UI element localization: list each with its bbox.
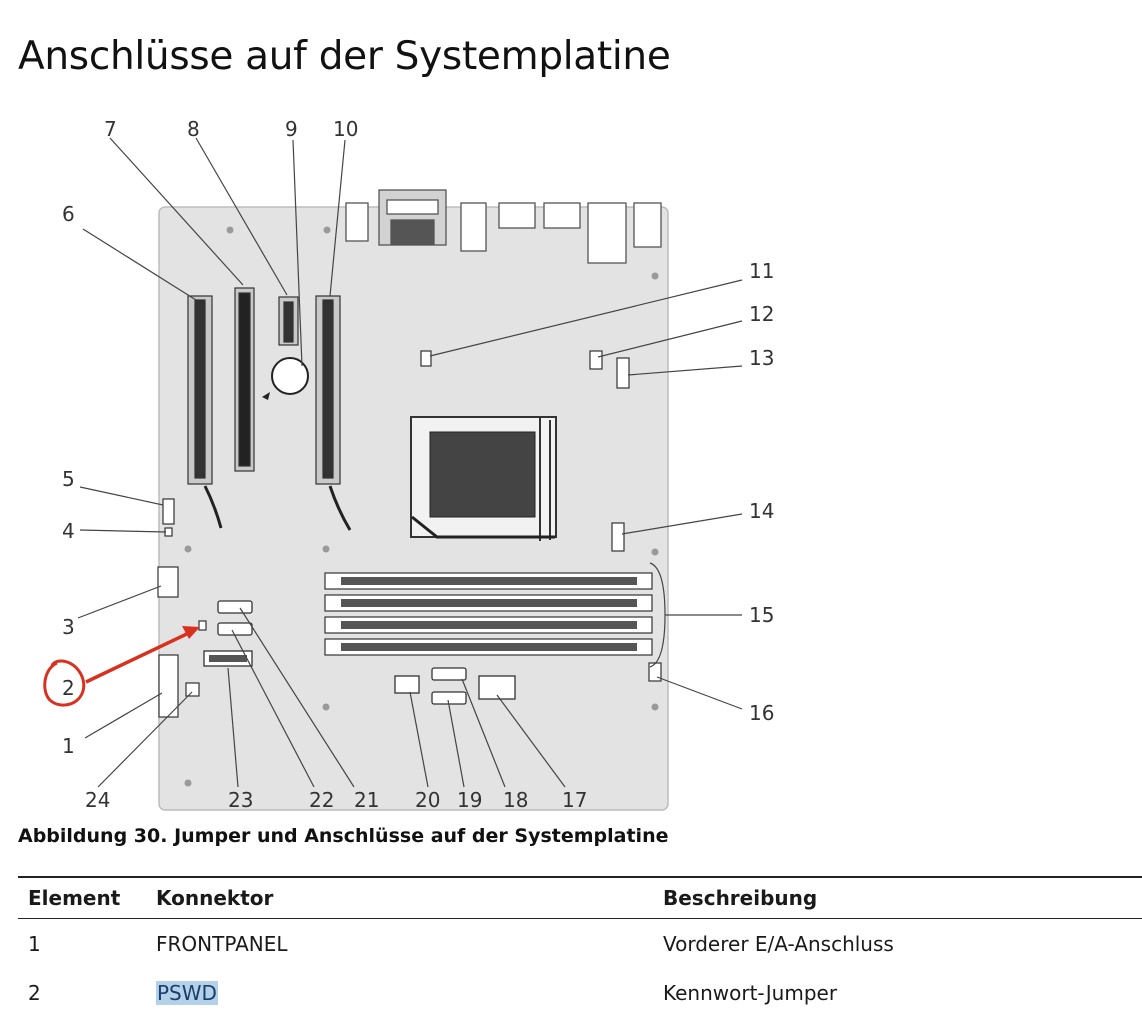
callout-4: 4	[62, 519, 75, 543]
callout-17: 17	[562, 788, 587, 812]
connector-cell: PSWD	[146, 968, 653, 1017]
highlighted-connector-text: PSWD	[156, 980, 218, 1005]
small-headers	[157, 350, 662, 718]
callout-11: 11	[749, 259, 774, 283]
element-cell: 2	[28, 980, 41, 1005]
figure-caption: Abbildung 30. Jumper und Anschlüsse auf …	[18, 825, 669, 847]
callout-14: 14	[749, 499, 774, 523]
power-connector	[394, 675, 420, 694]
connector-table: Element Konnektor Beschreibung 1 FRONTPA…	[18, 876, 1142, 1017]
callout-19: 19	[457, 788, 482, 812]
description-cell: Vorderer E/A-Anschluss	[663, 931, 894, 956]
rear-io-panel	[345, 189, 662, 264]
sata-connector	[217, 622, 253, 636]
highlight-arrow	[85, 629, 194, 684]
connector-cell: FRONTPANEL	[156, 931, 288, 956]
cpu-socket	[410, 416, 557, 541]
element-cell: 1	[28, 931, 41, 956]
leader-lines	[77, 137, 743, 788]
callout-16: 16	[749, 701, 774, 725]
power-connector	[478, 675, 516, 700]
callout-2: 2	[62, 676, 75, 700]
callout-5: 5	[62, 467, 75, 491]
callout-7: 7	[104, 117, 117, 141]
mounting-holes	[184, 226, 659, 787]
callout-6: 6	[62, 202, 75, 226]
coin-cell-battery	[271, 357, 309, 395]
highlight-circle	[43, 659, 86, 707]
motherboard-figure: 1 2 3 4 5 6 7 8 9 10 11 12 13 14 15 16 1…	[0, 105, 800, 820]
description-cell: Kennwort-Jumper	[663, 980, 838, 1005]
column-header-connector: Konnektor	[146, 876, 653, 919]
motherboard-diagram: 1 2 3 4 5 6 7 8 9 10 11 12 13 14 15 16 1…	[43, 117, 774, 812]
page-title: Anschlüsse auf der Systemplatine	[18, 34, 671, 79]
callout-20: 20	[415, 788, 440, 812]
table-row: 1 FRONTPANEL Vorderer E/A-Anschluss	[18, 919, 1142, 969]
column-header-element: Element	[18, 876, 146, 919]
column-header-description: Beschreibung	[653, 876, 1142, 919]
callout-3: 3	[62, 615, 75, 639]
callout-9: 9	[285, 117, 298, 141]
sata-connector	[431, 667, 467, 681]
callout-10: 10	[333, 117, 358, 141]
callout-1: 1	[62, 734, 75, 758]
callout-15: 15	[749, 603, 774, 627]
callout-24: 24	[85, 788, 110, 812]
callout-18: 18	[503, 788, 528, 812]
dimm-slots	[324, 572, 653, 656]
callout-13: 13	[749, 346, 774, 370]
table-header-row: Element Konnektor Beschreibung	[18, 876, 1142, 919]
callout-21: 21	[354, 788, 379, 812]
callout-12: 12	[749, 302, 774, 326]
sata-connector	[217, 600, 253, 614]
callout-8: 8	[187, 117, 200, 141]
table-row: 2 PSWD Kennwort-Jumper	[18, 968, 1142, 1017]
expansion-slots	[187, 287, 341, 485]
callout-22: 22	[309, 788, 334, 812]
callout-23: 23	[228, 788, 253, 812]
